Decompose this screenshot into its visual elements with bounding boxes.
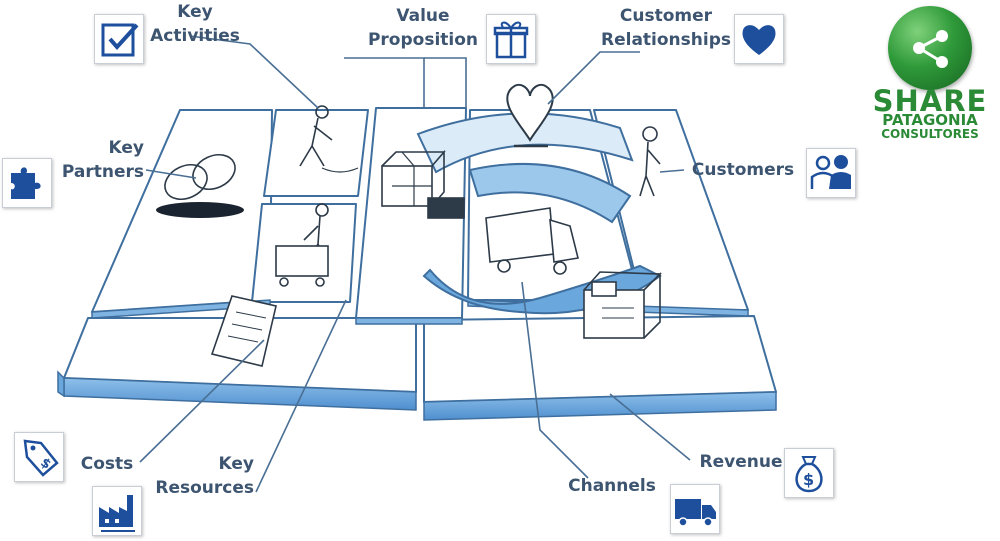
factory-icon: [92, 486, 142, 536]
key-activities-label: Key Activities: [150, 0, 240, 48]
checkbox-icon: [94, 14, 144, 64]
money-bag-icon: $: [784, 448, 834, 498]
logo-line-1: SHARE: [872, 84, 988, 118]
logo-line-2: PATAGONIA: [882, 111, 978, 129]
logo-line-3: CONSULTORES: [881, 127, 979, 141]
key-resources-label-line2: Resources: [155, 478, 254, 498]
sketch-objects: [156, 84, 662, 367]
share-icon: [888, 6, 972, 90]
key-activities-label-line2: Activities: [150, 26, 240, 46]
connector-lines: [139, 35, 691, 493]
channels-label: Channels: [564, 474, 660, 498]
svg-text:$: $: [803, 470, 814, 489]
costs-label-text: Costs: [80, 454, 134, 474]
key-partners-label-line2: Partners: [61, 162, 144, 182]
key-resources-label-line1: Key: [218, 454, 255, 474]
costs-label: Costs: [74, 452, 140, 476]
price-tag-icon: $: [14, 432, 64, 482]
people-icon: [806, 148, 856, 198]
revenue-label: Revenue: [696, 450, 786, 474]
channels-label-text: Channels: [568, 476, 656, 496]
customers-label: Customers: [688, 158, 798, 182]
puzzle-piece-icon: [2, 158, 52, 208]
value-proposition-label: Value Proposition: [364, 4, 482, 52]
share-patagonia-logo: SHARE PATAGONIA CONSULTORES: [862, 2, 998, 152]
customer-relationships-label-line1: Customer: [619, 6, 713, 26]
key-resources-label: Key Resources: [150, 452, 254, 500]
gift-icon: [486, 14, 536, 64]
revenue-label-text: Revenue: [699, 452, 783, 472]
heart-icon: [734, 14, 784, 64]
customer-relationships-label: Customer Relationships: [598, 4, 734, 52]
truck-icon: [670, 484, 720, 534]
key-partners-label-line1: Key: [108, 138, 145, 158]
value-proposition-label-line2: Proposition: [367, 30, 479, 50]
customers-label-text: Customers: [691, 160, 795, 180]
value-proposition-label-line1: Value: [396, 6, 450, 26]
customer-relationships-label-line2: Relationships: [601, 30, 731, 50]
key-activities-label-line1: Key: [177, 2, 213, 22]
key-partners-label: Key Partners: [56, 136, 144, 184]
